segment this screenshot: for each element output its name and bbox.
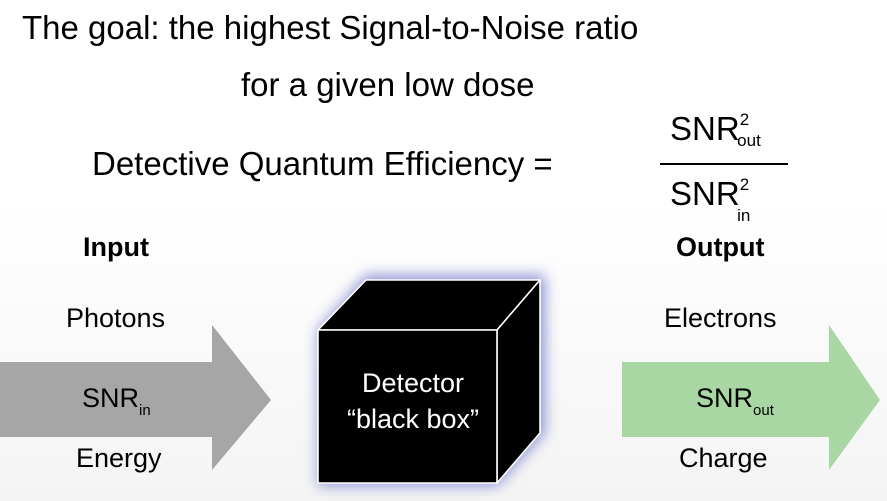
detector-label-line-1: Detector <box>361 368 465 398</box>
input-arrow <box>0 325 271 470</box>
numerator-subscript: out <box>737 131 761 150</box>
denominator-subscript: in <box>737 206 751 225</box>
snr-in-label: SNRin <box>82 383 151 419</box>
snr-out-base: SNR <box>696 383 754 413</box>
output-top-label: Electrons <box>664 303 777 333</box>
detector-cube-front <box>317 329 498 484</box>
snr-out-label: SNRout <box>696 383 774 419</box>
numerator-base: SNR <box>670 110 740 147</box>
snr-in-base: SNR <box>82 383 140 413</box>
title-line-2: for a given low dose <box>241 66 535 103</box>
output-bottom-label: Charge <box>679 443 768 473</box>
denominator-superscript: 2 <box>739 175 750 194</box>
title-line-1: The goal: the highest Signal-to-Noise ra… <box>22 9 639 46</box>
fraction-denominator: SNR2 in <box>670 175 750 225</box>
output-arrow <box>622 325 880 470</box>
snr-in-subscript: in <box>139 402 151 419</box>
output-heading: Output <box>676 232 765 262</box>
input-heading: Input <box>83 232 149 262</box>
snr-out-subscript: out <box>753 402 774 419</box>
dqe-equation-label: Detective Quantum Efficiency = <box>92 145 553 182</box>
denominator-base: SNR <box>670 175 740 212</box>
input-bottom-label: Energy <box>76 443 162 473</box>
detector-label-line-2: “black box” <box>346 404 480 434</box>
fraction-numerator: SNR2 out <box>670 110 761 150</box>
input-top-label: Photons <box>66 303 166 333</box>
fraction-bar <box>660 163 788 165</box>
numerator-superscript: 2 <box>739 110 750 129</box>
